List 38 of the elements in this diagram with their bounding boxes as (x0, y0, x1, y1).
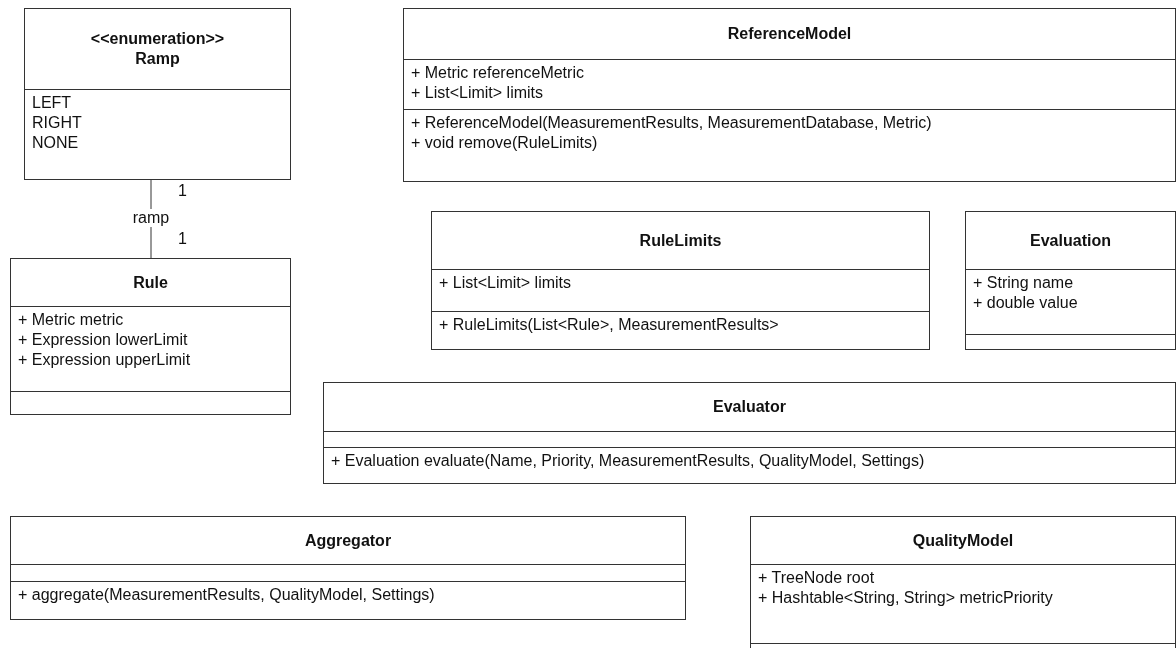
class-name: ReferenceModel (727, 24, 852, 44)
class-member: + Evaluation evaluate(Name, Priority, MeasurementResults, QualityModel, Settings) (331, 451, 925, 471)
class-name: Evaluator (713, 397, 786, 417)
class-member: + Metric referenceMetric (411, 63, 584, 83)
class-box (403, 8, 1176, 182)
class-box (24, 8, 291, 180)
class-member: + String name (973, 273, 1074, 293)
class-member: + ReferenceModel(MeasurementResults, MeasurementDatabase, Metric) (411, 113, 932, 133)
class-name: Ramp (135, 49, 180, 69)
class-member: + void remove(RuleLimits) (411, 133, 598, 153)
multiplicity-label: 1 (178, 230, 187, 248)
class-name: QualityModel (912, 530, 1014, 551)
class-box (431, 211, 930, 350)
class-member: + Expression upperLimit (18, 350, 191, 370)
multiplicity-label: 1 (178, 182, 187, 200)
class-member: + aggregate(MeasurementResults, QualityModel, Settings) (18, 585, 435, 605)
class-member: + Hashtable<String, String> metricPriority (758, 588, 1053, 608)
class-name: Aggregator (304, 530, 392, 551)
class-box (323, 382, 1176, 484)
class-name: RuleLimits (639, 230, 722, 251)
class-member: + TreeNode root (758, 568, 875, 588)
class-member: + double value (973, 293, 1078, 313)
class-box (750, 516, 1176, 648)
class-box (10, 516, 686, 620)
class-name: Rule (133, 272, 168, 293)
class-member: + Expression lowerLimit (18, 330, 188, 350)
edge-label: ramp (131, 209, 171, 227)
class-member: NONE (32, 133, 79, 153)
class-member: + Metric metric (18, 310, 124, 330)
class-box (965, 211, 1176, 350)
stereotype: <<enumeration>> (90, 29, 225, 49)
class-member: RIGHT (32, 113, 82, 133)
class-name: Evaluation (1030, 230, 1111, 251)
class-member: + RuleLimits(List<Rule>, MeasurementResults> (439, 315, 779, 335)
class-member: + List<Limit> limits (411, 83, 544, 103)
class-member: + List<Limit> limits (439, 273, 572, 293)
class-member: LEFT (32, 93, 72, 113)
class-box (10, 258, 291, 415)
